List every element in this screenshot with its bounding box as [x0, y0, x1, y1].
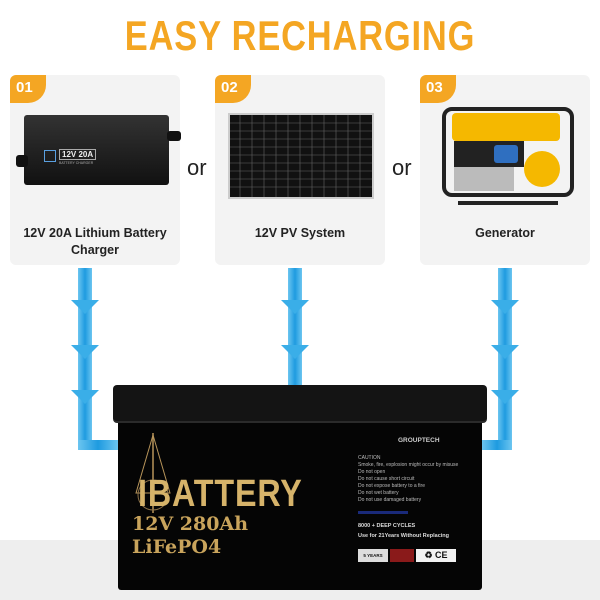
generator-icon — [442, 107, 574, 205]
solar-panel-icon — [228, 113, 374, 199]
option-label: Generator — [475, 226, 535, 240]
step-badge: 03 — [420, 75, 456, 103]
lifepo4-battery: IBATTERY 12V 280Ah LiFePO4 GROUPTECH CAU… — [118, 393, 482, 590]
option-card-pv: 02 12V PV System — [215, 75, 385, 265]
or-separator: or — [187, 155, 207, 180]
battery-charger-icon: 12V 20A BATTERY CHARGER — [16, 115, 181, 190]
step-badge: 01 — [10, 75, 46, 103]
certification-badges: 5 YEARS ♻ CE — [358, 549, 456, 562]
option-card-generator: 03 Generator — [420, 75, 590, 265]
option-label: 12V PV System — [254, 226, 346, 240]
battery-chemistry: LiFePO4 — [132, 536, 222, 558]
ce-recycle-badge: ♻ CE — [416, 549, 456, 562]
warranty-badge: 5 YEARS — [358, 549, 388, 562]
option-card-charger: 01 12V 20A BATTERY CHARGER 12V 20A Lithi… — [10, 75, 181, 265]
battery-brand: IBATTERY — [138, 473, 303, 515]
page-title: EASY RECHARGING — [124, 12, 476, 59]
maker-logo: GROUPTECH — [398, 437, 440, 444]
or-separator: or — [392, 155, 412, 180]
option-label: 12V 20A Lithium Battery Charger — [23, 226, 167, 257]
blue-strip — [358, 511, 408, 514]
step-badge: 02 — [215, 75, 251, 103]
battery-voltage-capacity: 12V 280Ah — [132, 513, 249, 535]
battery-lid — [113, 385, 487, 421]
brand-emblem-icon — [135, 433, 171, 513]
hazard-badge — [390, 549, 414, 562]
